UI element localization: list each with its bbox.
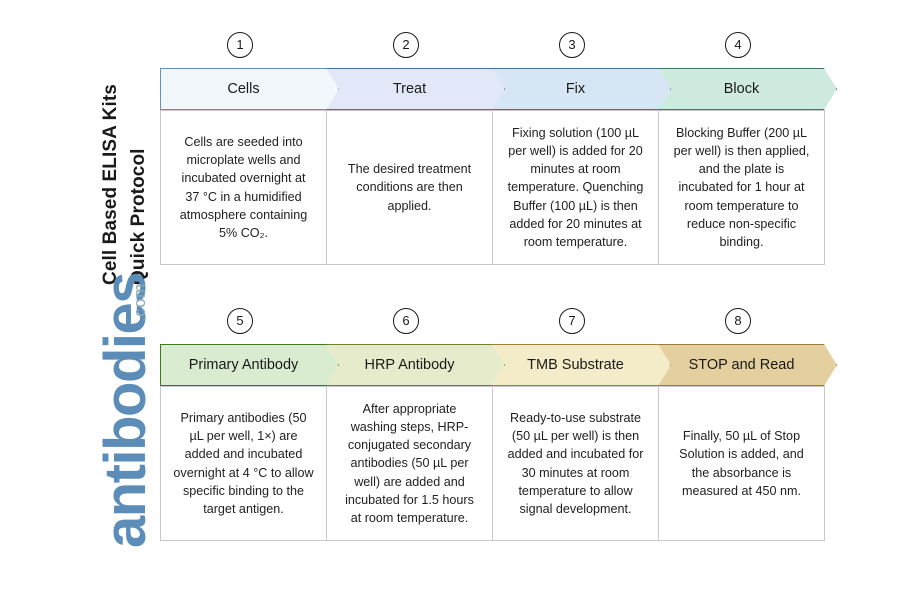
page-title-line-1: Cell Based ELISA Kits xyxy=(100,84,121,285)
step-chevron[interactable]: Cells xyxy=(160,68,339,110)
step-number-badge: 8 xyxy=(725,308,751,334)
step-label: Treat xyxy=(392,81,427,97)
step-chevron[interactable]: TMB Substrate xyxy=(492,344,671,386)
step-description-text: Ready-to-use substrate (50 µL per well) … xyxy=(507,410,644,516)
step-description-text: The desired treatment conditions are the… xyxy=(347,162,472,213)
step-description-text: Cells are seeded into microplate wells a… xyxy=(179,134,308,240)
step-description-panel: Finally, 50 µL of Stop Solution is added… xyxy=(658,386,825,541)
step-label: Cells xyxy=(227,81,260,97)
step-description-panel: Fixing solution (100 µL per well) is add… xyxy=(492,110,659,265)
step-chevron-strip-1: Cells Treat Fix Block xyxy=(160,68,845,110)
step-number-badge: 6 xyxy=(393,308,419,334)
left-rail: Cell Based ELISA Kits Quick Protocol ant… xyxy=(0,0,158,594)
step-description-text: Finally, 50 µL of Stop Solution is added… xyxy=(679,429,804,498)
step-label: Primary Antibody xyxy=(188,357,299,373)
step-label: TMB Substrate xyxy=(527,357,624,373)
protocol-row-2: 5 6 7 8 Primary Antibody HRP Antibody TMB Sub… xyxy=(160,308,845,541)
step-chevron[interactable]: Block xyxy=(658,68,837,110)
step-number-badge: 4 xyxy=(725,32,751,58)
step-number-badge: 3 xyxy=(559,32,585,58)
brand-logo: antibodies .com xyxy=(0,273,158,580)
step-number-strip-1: 1 2 3 4 xyxy=(160,32,845,64)
step-description-panel: Blocking Buffer (200 µL per well) is the… xyxy=(658,110,825,265)
step-number-badge: 1 xyxy=(227,32,253,58)
brand-logo-tld: .com xyxy=(130,283,149,322)
step-chevron[interactable]: Treat xyxy=(326,68,505,110)
step-label: Block xyxy=(723,81,760,97)
step-description-panel: Primary antibodies (50 µL per well, 1×) … xyxy=(160,386,327,541)
step-number-strip-2: 5 6 7 8 xyxy=(160,308,845,340)
page-title-line-2: Quick Protocol xyxy=(128,148,149,285)
step-chevron[interactable]: Primary Antibody xyxy=(160,344,339,386)
step-number-badge: 7 xyxy=(559,308,585,334)
step-label: STOP and Read xyxy=(688,357,795,373)
step-number-badge: 5 xyxy=(227,308,253,334)
step-description-text: Blocking Buffer (200 µL per well) is the… xyxy=(673,125,810,250)
step-chevron[interactable]: STOP and Read xyxy=(658,344,837,386)
step-label: HRP Antibody xyxy=(364,357,455,373)
step-description-text: After appropriate washing steps, HRP-con… xyxy=(345,401,474,526)
step-chevron-strip-2: Primary Antibody HRP Antibody TMB Substrat… xyxy=(160,344,845,386)
step-description-panel: Cells are seeded into microplate wells a… xyxy=(160,110,327,265)
step-chevron[interactable]: Fix xyxy=(492,68,671,110)
step-label: Fix xyxy=(565,81,586,97)
protocol-row-1: 1 2 3 4 Cells Treat Fix Block Cells are seeded… xyxy=(160,32,845,265)
step-description-panel: After appropriate washing steps, HRP-con… xyxy=(326,386,493,541)
step-description-strip-2: Primary antibodies (50 µL per well, 1×) … xyxy=(160,386,845,541)
step-description-panel: Ready-to-use substrate (50 µL per well) … xyxy=(492,386,659,541)
step-description-text: Fixing solution (100 µL per well) is add… xyxy=(507,125,644,250)
step-description-strip-1: Cells are seeded into microplate wells a… xyxy=(160,110,845,265)
step-description-panel: The desired treatment conditions are the… xyxy=(326,110,493,265)
step-description-text: Primary antibodies (50 µL per well, 1×) … xyxy=(173,410,314,516)
step-chevron[interactable]: HRP Antibody xyxy=(326,344,505,386)
step-number-badge: 2 xyxy=(393,32,419,58)
